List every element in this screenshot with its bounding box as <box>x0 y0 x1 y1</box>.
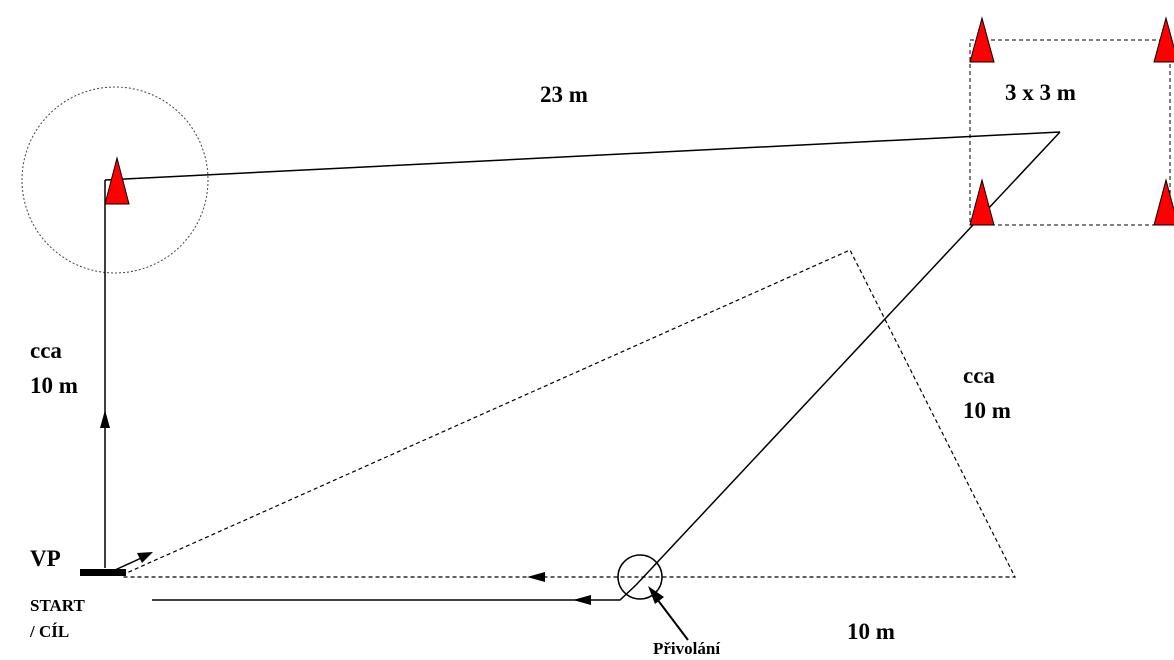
label-10m-bottom: 10 m <box>847 619 895 644</box>
label-cca-left: cca <box>30 338 62 363</box>
label-start: START <box>30 596 85 615</box>
label-square-size: 3 x 3 m <box>1005 80 1076 105</box>
path-line-long <box>104 131 1061 181</box>
label-privolani: Přivolání <box>653 639 720 658</box>
arrowhead-icon-return <box>573 595 591 605</box>
arrowhead-icon-dashed-left <box>527 572 545 582</box>
label-23m: 23 m <box>540 82 588 107</box>
square-area-outline <box>969 39 1171 226</box>
arrowhead-icon-up <box>100 410 110 428</box>
recall-pointer-line <box>653 594 689 641</box>
arrowhead-icon-vp <box>137 552 153 563</box>
return-path-line <box>152 584 637 601</box>
dashed-triangle <box>121 249 1016 578</box>
label-10m-left: 10 m <box>30 373 78 398</box>
label-cil: / CÍL <box>29 622 69 641</box>
traffic-cone-icon-square-tl <box>969 16 995 63</box>
arrowhead-icon-recall <box>648 586 664 604</box>
label-vp: VP <box>30 546 61 571</box>
traffic-cone-icon-square-br <box>1153 178 1174 226</box>
traffic-cone-icon-square-tr <box>1153 16 1174 63</box>
label-cca-right: cca <box>963 363 995 388</box>
traffic-cone-icon-square-bl <box>969 178 995 226</box>
vp-start-bar <box>80 569 126 576</box>
traffic-cone-icon-left <box>104 156 130 205</box>
path-line-diagonal <box>635 131 1061 586</box>
recall-point-circle <box>617 554 663 600</box>
label-10m-right: 10 m <box>963 398 1011 423</box>
dotted-circle-left <box>21 86 209 274</box>
